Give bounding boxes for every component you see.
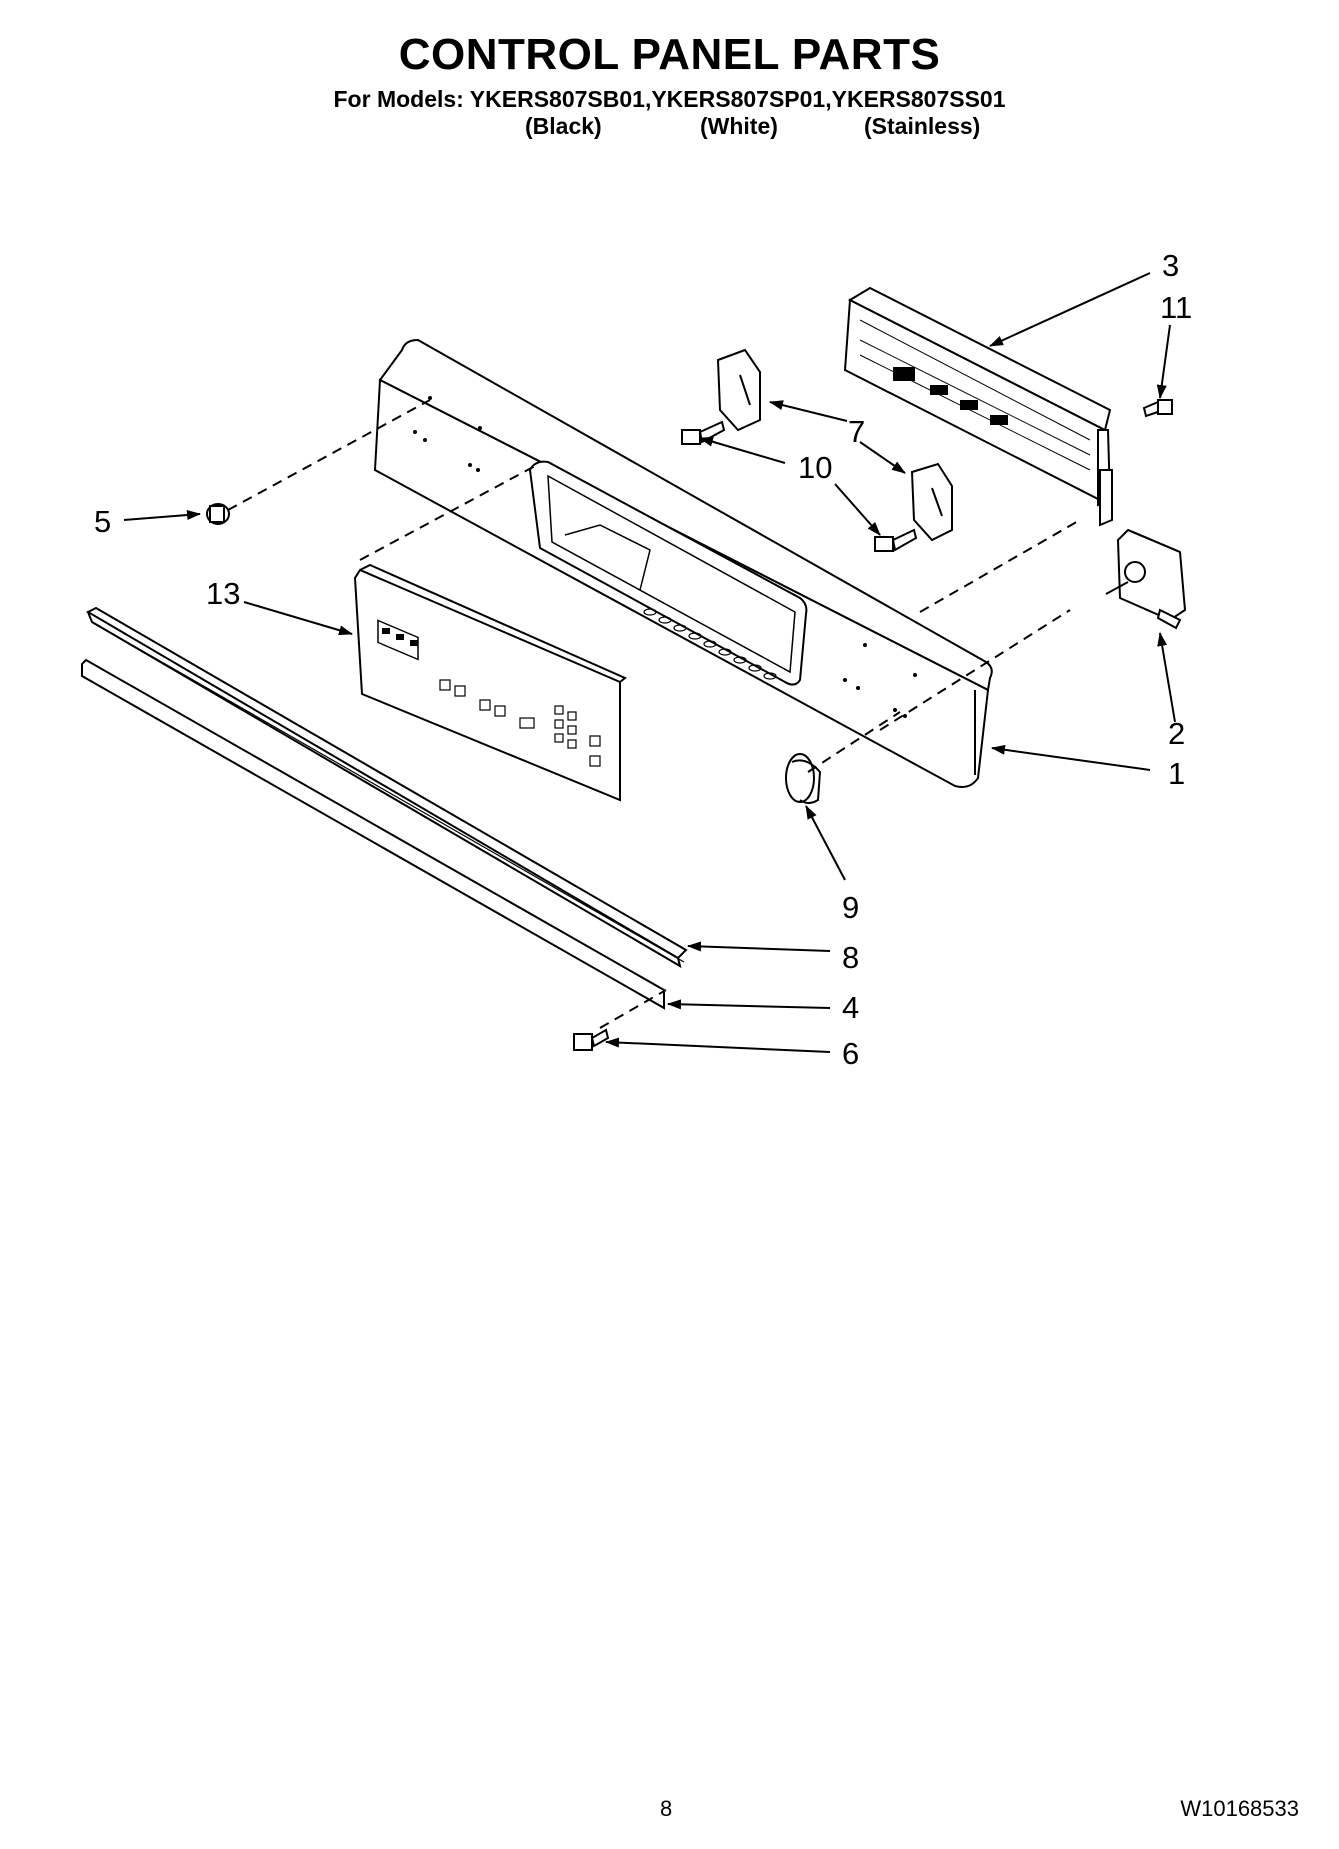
variant-white: (White) bbox=[700, 113, 778, 139]
variant-black: (Black) bbox=[525, 113, 602, 139]
callout-4: 4 bbox=[842, 990, 859, 1025]
callout-11: 11 bbox=[1160, 290, 1192, 325]
callout-10: 10 bbox=[798, 450, 832, 485]
bottom-trim bbox=[81, 658, 665, 1010]
control-switch bbox=[1105, 528, 1187, 630]
mounting-bracket-upper bbox=[716, 348, 761, 432]
plug-5 bbox=[206, 503, 230, 525]
assembly-lines bbox=[227, 399, 1081, 1029]
trim-strip bbox=[85, 606, 688, 969]
touch-keypad-overlay bbox=[353, 563, 627, 802]
control-panel-backguard bbox=[373, 338, 993, 788]
callout-13: 13 bbox=[206, 576, 240, 611]
callout-7: 7 bbox=[848, 414, 865, 449]
callout-3: 3 bbox=[1162, 248, 1179, 283]
electronic-control-board bbox=[843, 286, 1113, 527]
screw-10-lower bbox=[874, 528, 918, 552]
models-line: For Models: YKERS807SB01,YKERS807SP01,YK… bbox=[333, 86, 1006, 112]
page-title: CONTROL PANEL PARTS bbox=[398, 30, 941, 79]
mounting-bracket-lower bbox=[910, 462, 953, 542]
callout-2: 2 bbox=[1168, 716, 1185, 751]
screw-6 bbox=[573, 1028, 610, 1051]
document-number: W10168533 bbox=[1180, 1796, 1299, 1821]
callout-5: 5 bbox=[94, 504, 111, 539]
callout-9: 9 bbox=[842, 890, 859, 925]
callout-8: 8 bbox=[842, 940, 859, 975]
control-knob bbox=[785, 753, 822, 804]
callout-1: 1 bbox=[1168, 756, 1185, 791]
page-number: 8 bbox=[660, 1796, 673, 1821]
leader-arrows bbox=[123, 272, 1176, 1053]
screw-10-upper bbox=[681, 420, 726, 445]
callout-6: 6 bbox=[842, 1036, 859, 1071]
variant-stainless: (Stainless) bbox=[864, 113, 981, 139]
screw-11 bbox=[1142, 399, 1173, 418]
